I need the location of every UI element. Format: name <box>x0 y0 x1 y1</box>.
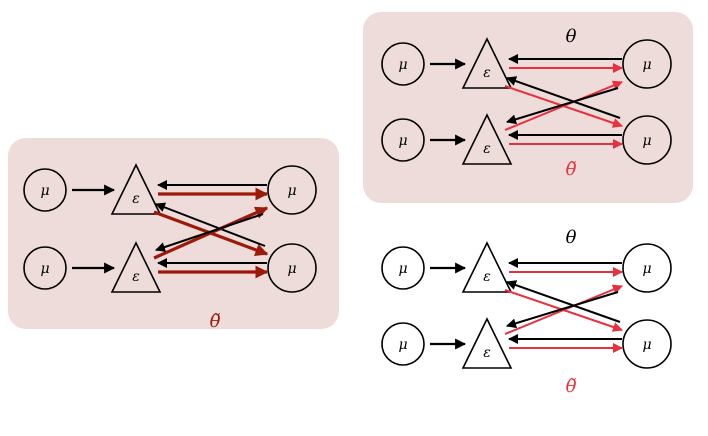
epsilon-node <box>110 241 162 293</box>
mu-label: μ <box>398 337 407 353</box>
mu-label: μ <box>40 183 49 199</box>
mu-label: μ <box>642 337 651 353</box>
theta-label: θ <box>566 26 577 47</box>
mu-label: μ <box>642 57 651 73</box>
mu-label: μ <box>287 183 296 199</box>
theta-tilde-label: θ̃ <box>566 159 577 180</box>
mu-label: μ <box>642 261 651 277</box>
mu-node <box>622 243 672 293</box>
backward-cross-arrow <box>506 291 619 329</box>
epsilon-label: ε <box>132 269 140 285</box>
backward-cross-arrow <box>155 202 266 247</box>
mu-node <box>381 322 425 366</box>
epsilon-label: ε <box>483 65 491 81</box>
epsilon-label: ε <box>483 269 491 285</box>
mu-label: μ <box>287 261 296 277</box>
epsilon-node <box>461 113 513 165</box>
epsilon-node <box>461 37 513 89</box>
forward-cross-arrow <box>504 80 623 131</box>
mu-node <box>23 246 67 290</box>
diagram-left: μ μ ε ε μ μ θ̃ <box>8 138 339 332</box>
mu-label: μ <box>40 261 49 277</box>
backward-cross-arrow <box>506 87 619 125</box>
mu-label: μ <box>642 133 651 149</box>
mu-node <box>381 42 425 86</box>
theta-tilde-label: θ̃ <box>210 311 221 332</box>
mu-node <box>23 168 67 212</box>
backward-cross-arrow <box>506 280 621 323</box>
forward-cross-arrow <box>504 284 623 335</box>
theta-tilde-label: θ̃ <box>566 376 577 397</box>
backward-cross-arrow <box>155 213 264 252</box>
diagram-bottom-right: μ μ ε ε μ μ θ θ̃ <box>381 227 672 397</box>
diagram-top-right: μ μ ε ε μ μ θ θ̃ <box>363 12 693 203</box>
mu-label: μ <box>398 261 407 277</box>
epsilon-node <box>461 317 513 369</box>
mu-label: μ <box>398 57 407 73</box>
mu-label: μ <box>398 133 407 149</box>
mu-node <box>622 319 672 369</box>
epsilon-node <box>461 241 513 293</box>
epsilon-label: ε <box>132 191 140 207</box>
epsilon-label: ε <box>483 345 491 361</box>
mu-node <box>622 39 672 89</box>
epsilon-label: ε <box>483 141 491 157</box>
epsilon-node <box>110 163 162 215</box>
theta-label: θ <box>566 227 577 248</box>
forward-cross-arrow <box>153 206 269 260</box>
mu-node <box>381 246 425 290</box>
backward-cross-arrow <box>506 76 621 119</box>
mu-node <box>622 115 672 165</box>
mu-node <box>381 118 425 162</box>
